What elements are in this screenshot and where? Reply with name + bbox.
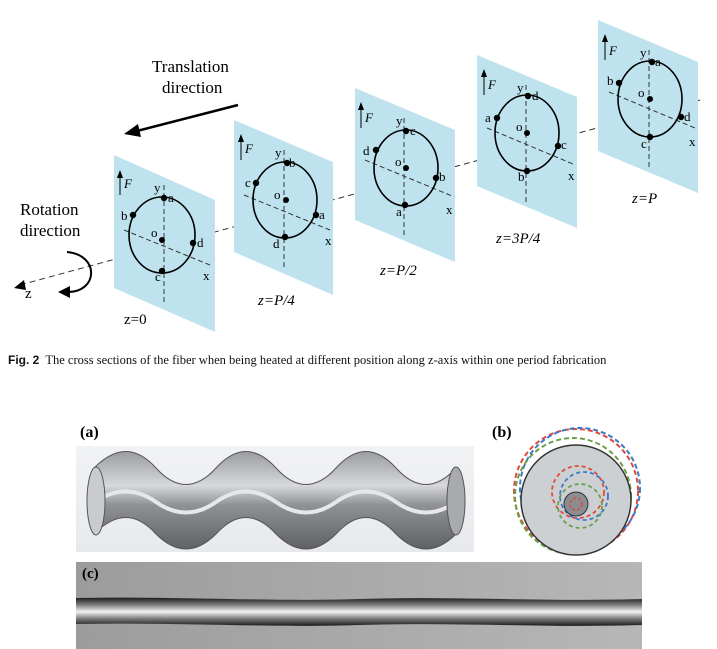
svg-text:d: d (197, 235, 204, 250)
svg-text:F: F (608, 43, 618, 58)
svg-text:c: c (410, 123, 416, 138)
svg-text:o: o (151, 225, 158, 240)
plane-z3p4 (477, 55, 577, 228)
svg-text:F: F (364, 110, 374, 125)
plane-label-zp2: z=P/2 (379, 263, 417, 279)
svg-text:a: a (168, 190, 174, 205)
svg-text:b: b (439, 169, 446, 184)
panel-b-label: (b) (492, 424, 512, 441)
panel-c-label: (c) (82, 566, 99, 582)
svg-text:a: a (485, 110, 491, 125)
svg-text:x: x (203, 268, 210, 283)
plane-zp2 (355, 88, 455, 262)
plane-z0 (114, 155, 215, 332)
svg-text:y: y (640, 45, 647, 60)
svg-text:d: d (684, 109, 691, 124)
svg-text:b: b (289, 155, 296, 170)
svg-text:o: o (516, 119, 523, 134)
svg-text:a: a (655, 54, 661, 69)
svg-text:F: F (123, 176, 133, 191)
translation-label-line1: Translation (152, 57, 229, 76)
svg-text:x: x (446, 202, 453, 217)
svg-text:y: y (517, 80, 524, 95)
svg-text:y: y (154, 180, 161, 195)
svg-text:c: c (245, 175, 251, 190)
plane-zp4 (234, 120, 333, 295)
rotation-arrow (58, 251, 92, 298)
fig2-caption: Fig. 2 The cross sections of the fiber w… (8, 352, 708, 368)
svg-text:c: c (561, 137, 567, 152)
plane-label-zp4: z=P/4 (257, 293, 295, 309)
svg-text:b: b (518, 169, 525, 184)
svg-text:F: F (244, 141, 254, 156)
svg-text:d: d (363, 143, 370, 158)
caption-text: The cross sections of the fiber when bei… (45, 353, 607, 367)
panel-a-fiber-render (76, 446, 474, 552)
svg-text:x: x (325, 233, 332, 248)
svg-text:F: F (487, 77, 497, 92)
translation-arrow (124, 103, 239, 137)
plane-zp (598, 20, 698, 193)
panel-a-label: (a) (80, 424, 99, 441)
svg-text:a: a (396, 204, 402, 219)
svg-text:c: c (641, 136, 647, 151)
svg-text:a: a (319, 207, 325, 222)
svg-text:d: d (532, 88, 539, 103)
svg-text:b: b (121, 208, 128, 223)
svg-text:x: x (568, 168, 575, 183)
plane-label-z0: z=0 (124, 312, 147, 328)
svg-text:o: o (274, 187, 281, 202)
z-axis-arrowhead (14, 280, 26, 290)
plane-label-z3p4: z=3P/4 (495, 231, 541, 247)
svg-text:y: y (275, 145, 282, 160)
svg-text:o: o (395, 154, 402, 169)
fig2-diagram: Translation direction Rotation direction… (14, 20, 701, 332)
svg-text:c: c (155, 269, 161, 284)
panel-b-cross-section (508, 424, 648, 559)
svg-text:d: d (273, 236, 280, 251)
svg-text:b: b (607, 73, 614, 88)
caption-label: Fig. 2 (8, 353, 40, 367)
plane-label-zp: z=P (631, 191, 657, 207)
z-axis-label: z (25, 286, 32, 302)
panel-c-micrograph: (c) (76, 562, 642, 649)
rotation-label-line1: Rotation (20, 200, 79, 219)
rotation-label-line2: direction (20, 221, 81, 240)
svg-text:x: x (689, 134, 696, 149)
svg-text:o: o (638, 85, 645, 100)
svg-text:y: y (396, 113, 403, 128)
translation-label-line2: direction (162, 78, 223, 97)
